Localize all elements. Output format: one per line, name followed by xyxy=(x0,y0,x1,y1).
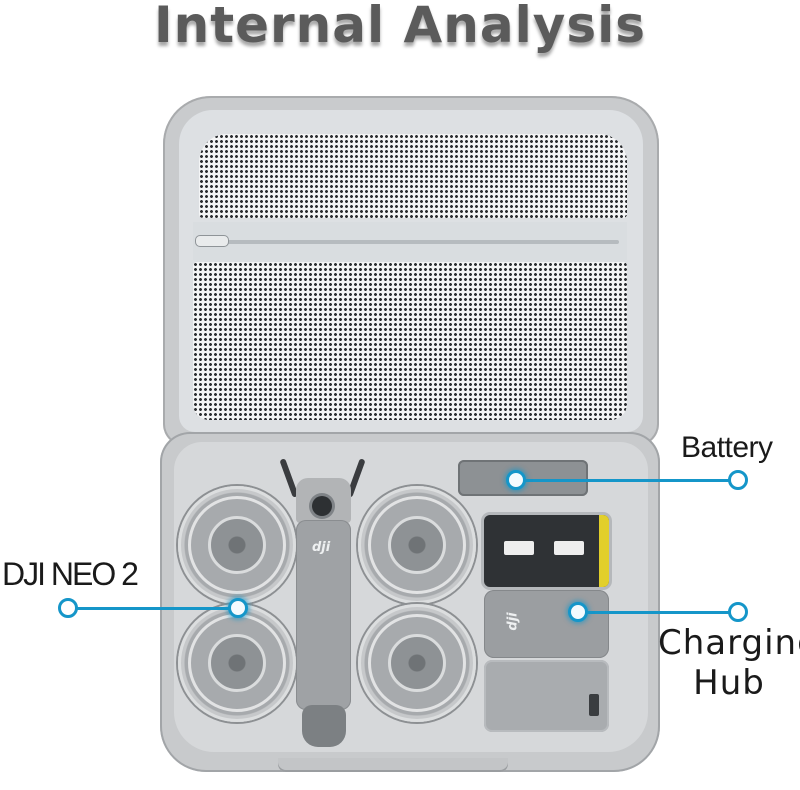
callout-dot-charging-hub-end xyxy=(728,602,748,622)
dji-logo-hub: dji xyxy=(505,612,521,631)
usb-port-icon xyxy=(589,694,599,716)
case-lid xyxy=(163,96,659,446)
callout-dot-battery-anchor xyxy=(506,470,526,490)
label-charging-hub-line2: Hub xyxy=(693,663,765,703)
propeller-guard-front-left xyxy=(178,486,296,604)
mesh-pocket-upper xyxy=(199,134,627,218)
charging-hub-lid xyxy=(484,515,609,587)
zipper-band xyxy=(193,222,627,260)
callout-line-battery xyxy=(516,479,738,482)
label-charging-hub: Charging Hub xyxy=(658,623,800,703)
drone-tail xyxy=(302,705,346,747)
drone-body xyxy=(296,520,351,710)
zipper-pull-icon xyxy=(195,235,229,247)
zipper-track xyxy=(203,240,619,244)
hub-slot-left xyxy=(504,541,534,555)
lid-frame xyxy=(179,110,643,432)
hub-battery: dji xyxy=(484,590,609,658)
dji-logo-drone: dji xyxy=(312,540,331,555)
mesh-pocket-lower xyxy=(193,262,627,420)
hub-label-strip xyxy=(599,515,609,587)
label-battery: Battery xyxy=(681,431,773,464)
label-charging-hub-line1: Charging xyxy=(658,623,800,663)
case-handle xyxy=(278,758,508,772)
propeller-guard-front-right xyxy=(358,486,476,604)
callout-dot-battery-end xyxy=(728,470,748,490)
charging-hub-base xyxy=(484,660,609,732)
camera-lens-icon xyxy=(312,496,332,516)
callout-dot-drone-end xyxy=(58,598,78,618)
callout-line-drone xyxy=(68,607,238,610)
callout-dot-charging-hub-anchor xyxy=(568,602,588,622)
page-title: Internal Analysis xyxy=(154,0,646,54)
hub-slot-right xyxy=(554,541,584,555)
callout-line-charging-hub xyxy=(578,611,738,614)
callout-dot-drone-anchor xyxy=(228,598,248,618)
propeller-guard-rear-right xyxy=(358,604,476,722)
label-dji-neo-2: DJI NEO 2 xyxy=(2,556,139,592)
propeller-guard-rear-left xyxy=(178,604,296,722)
